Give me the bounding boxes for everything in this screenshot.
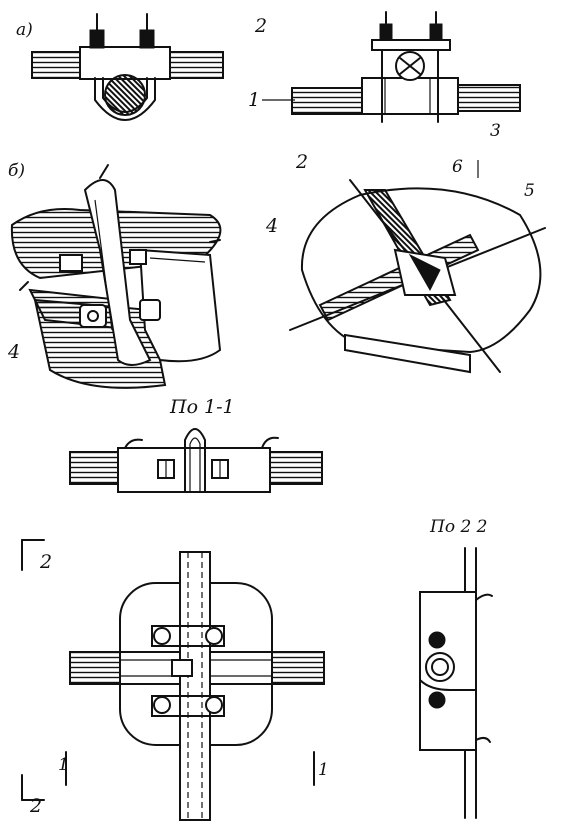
- label-5: 5: [524, 181, 535, 201]
- plan-view-drawing: [21, 539, 325, 821]
- label-section-mark-1-right: 1: [318, 760, 329, 780]
- label-fig-a: а): [16, 20, 33, 40]
- label-section-1-1: По 1-1: [169, 396, 235, 418]
- label-fig-b: б): [8, 161, 25, 181]
- label-section-mark-2-bottom: 2: [29, 795, 42, 817]
- section-1-1-drawing: [69, 428, 323, 493]
- label-6: 6: [452, 157, 463, 177]
- fig-a-left-clamp: [31, 13, 224, 121]
- label-section-mark-2-top: 2: [39, 551, 52, 573]
- label-4-right: 4: [265, 215, 278, 237]
- label-section-2-2: По 2 2: [429, 517, 488, 537]
- label-4-left: 4: [7, 341, 20, 363]
- label-1-top: 1: [248, 89, 260, 111]
- fig-b-right-perspective: [289, 160, 546, 374]
- label-2-mid: 2: [295, 151, 308, 173]
- label-2-top: 2: [254, 15, 267, 37]
- label-3: 3: [490, 121, 501, 141]
- fig-a-right-clamp: [262, 11, 521, 123]
- label-section-mark-1-left: 1: [58, 755, 69, 775]
- fig-b-left-perspective: [10, 164, 222, 389]
- section-2-2-drawing: [419, 547, 493, 819]
